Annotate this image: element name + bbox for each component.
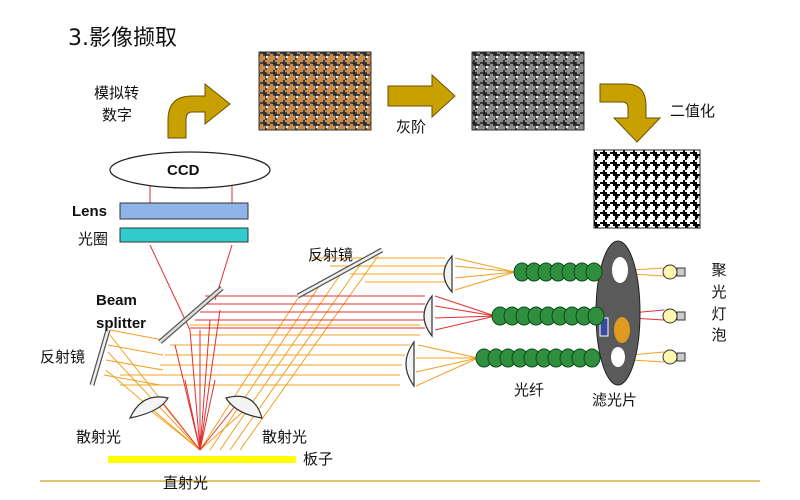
board — [108, 456, 296, 463]
mirror-right-label: 反射镜 — [308, 246, 354, 264]
fiber-label: 光纤 — [514, 381, 545, 399]
beam-splitter-label-line1: Beam — [96, 292, 137, 309]
pcb-gray-image — [471, 51, 585, 131]
scatter-mirror-left — [128, 396, 169, 419]
gray-label: 灰阶 — [396, 118, 427, 136]
curved-arrow-convert — [167, 82, 231, 139]
collector-lens-middle — [423, 294, 433, 338]
convert-label-line1: 模拟转 — [94, 84, 140, 102]
ccd-label: CCD — [167, 162, 200, 179]
lens-label: Lens — [72, 203, 108, 220]
arrow-to-gray — [387, 73, 456, 119]
bulb-label: 聚光灯泡 — [711, 261, 727, 345]
collector-lens-top — [443, 254, 453, 294]
scatter-mirror-right — [225, 395, 263, 419]
pcb-binary-image — [593, 149, 701, 229]
collector-lens-bottom — [405, 340, 415, 388]
lens — [119, 202, 249, 220]
convert-label-line2: 数字 — [102, 106, 133, 124]
mirror-left-label: 反射镜 — [40, 348, 86, 366]
ccd-sensor — [109, 151, 271, 189]
fiber-bundles — [475, 262, 605, 368]
beam-splitter-label-line2: splitter — [96, 315, 147, 332]
curved-arrow-binary — [599, 83, 662, 143]
scatter-left-label: 散射光 — [76, 428, 122, 446]
bulbs — [662, 264, 686, 365]
filter-label: 滤光片 — [592, 391, 638, 409]
page-title: 3.影像撷取 — [68, 26, 177, 51]
board-label: 板子 — [303, 450, 334, 468]
aperture — [119, 227, 249, 243]
binary-label: 二值化 — [670, 102, 716, 120]
scatter-right-label: 散射光 — [262, 428, 308, 446]
aperture-label: 光圈 — [78, 230, 109, 248]
pcb-color-image — [258, 51, 372, 131]
direct-light-label: 直射光 — [163, 474, 209, 492]
